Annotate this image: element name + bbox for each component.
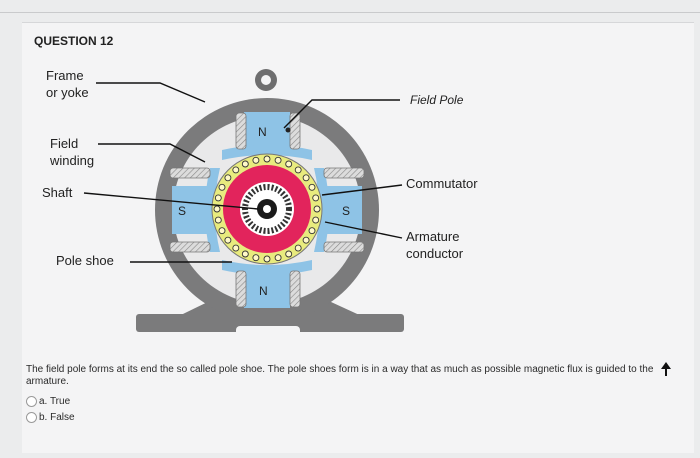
option-false-label: b. False (39, 412, 75, 423)
conductor-dot (218, 227, 226, 235)
bottom-field-pole (222, 260, 312, 308)
conductor-dot (285, 250, 293, 258)
conductor-dot (308, 183, 316, 191)
conductor-dot (302, 236, 310, 244)
radio-false[interactable] (26, 412, 37, 423)
conductor-dot (232, 166, 240, 174)
armature-conductors (213, 155, 321, 263)
top-divider (0, 12, 700, 13)
label-pole-shoe: Pole shoe (56, 253, 114, 268)
label-winding: winding (49, 153, 94, 168)
conductor-dot (312, 194, 320, 202)
conductor-dot (214, 194, 222, 202)
option-true[interactable]: a. True (26, 396, 70, 407)
conductor-dot (313, 205, 321, 213)
conductor-dot (224, 174, 232, 182)
label-commutator: Commutator (406, 176, 478, 191)
conductor-dot (263, 155, 271, 163)
conductor-dot (285, 160, 293, 168)
conductor-dot (263, 255, 271, 263)
top-field-pole (222, 112, 312, 160)
conductor-dot (252, 156, 260, 164)
label-frame: Frame (46, 68, 84, 83)
label-yoke: or yoke (46, 85, 89, 100)
conductor-dot (252, 254, 260, 262)
question-header: QUESTION 12 (34, 34, 114, 48)
label-armature: Armature (406, 229, 459, 244)
conductor-dot (294, 244, 302, 252)
pole-letter-south-right: S (342, 204, 350, 218)
label-conductor: conductor (406, 246, 464, 261)
question-text: The field pole forms at its end the so c… (26, 364, 654, 387)
conductor-dot (218, 183, 226, 191)
option-true-label: a. True (39, 396, 71, 407)
conductor-dot (274, 254, 282, 262)
lifting-ring (255, 69, 277, 91)
conductor-dot (312, 216, 320, 224)
mouse-cursor-icon (661, 362, 671, 376)
dc-motor-diagram: N N S S Frame or yoke Field winding Shaf… (42, 68, 479, 332)
conductor-dot (308, 227, 316, 235)
radio-true[interactable] (26, 396, 37, 407)
conductor-dot (294, 166, 302, 174)
conductor-dot (302, 174, 310, 182)
conductor-dot (274, 156, 282, 164)
conductor-dot (241, 160, 249, 168)
callout-lines (83, 82, 403, 263)
pole-letter-north-bottom: N (259, 284, 268, 298)
pole-letter-south-left: S (178, 204, 186, 218)
label-field-pole: Field Pole (410, 93, 464, 107)
conductor-dot (224, 236, 232, 244)
option-false[interactable]: b. False (26, 412, 75, 423)
conductor-dot (241, 250, 249, 258)
label-field: Field (50, 136, 78, 151)
conductor-dot (213, 205, 221, 213)
conductor-dot (214, 216, 222, 224)
armature (211, 153, 323, 265)
label-shaft: Shaft (42, 185, 73, 200)
conductor-dot (232, 244, 240, 252)
pole-letter-north-top: N (258, 125, 267, 139)
